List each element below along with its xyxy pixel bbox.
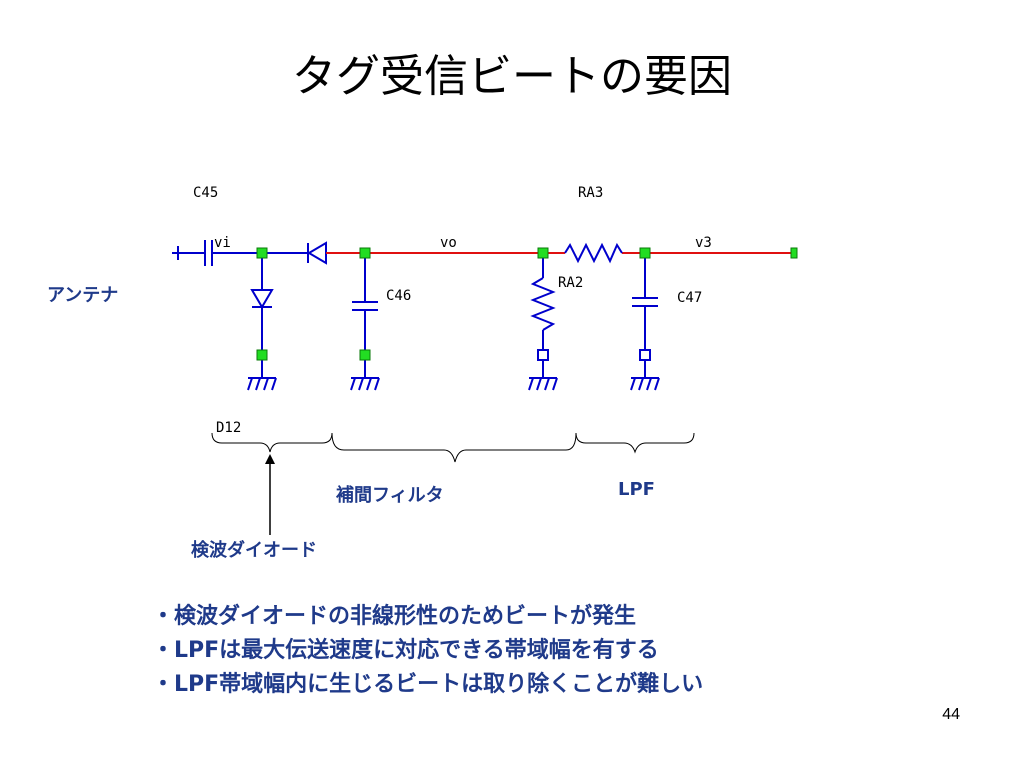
brace-detector (211, 432, 333, 453)
node-vi (256, 247, 268, 259)
node-output (790, 247, 798, 259)
label-c45: C45 (193, 185, 218, 201)
ground-c46 (350, 377, 380, 391)
label-interp-filter: 補間フィルタ (335, 484, 444, 506)
label-lpf: LPF (618, 479, 655, 500)
detector-arrow (265, 454, 275, 535)
input-wire (172, 246, 205, 260)
diode-d12 (250, 253, 274, 378)
node-c46-bottom (359, 349, 371, 361)
capacitor-c47 (632, 253, 658, 378)
ground-d12 (247, 377, 277, 391)
label-ra3: RA3 (578, 185, 603, 201)
label-ra2: RA2 (558, 275, 583, 291)
label-d12: D12 (216, 420, 241, 436)
page-number: 44 (942, 706, 960, 723)
label-antenna: アンテナ (47, 285, 118, 306)
series-diode (262, 241, 327, 265)
label-c47: C47 (677, 290, 702, 306)
brace-lpf (575, 432, 695, 454)
capacitor-c45 (204, 240, 262, 266)
node-vo (537, 247, 549, 259)
node-c46-top (359, 247, 371, 259)
bullet-item: ・検波ダイオードの非線形性のためビートが発生 (152, 604, 637, 629)
bullet-item: ・LPF帯域幅内に生じるビートは取り除くことが難しい (152, 672, 704, 697)
ground-c47 (630, 377, 660, 391)
resistor-ra3 (564, 242, 623, 264)
circuit-nodes (256, 247, 798, 361)
label-detector-diode: 検波ダイオード (191, 539, 317, 561)
node-v3 (639, 247, 651, 259)
label-vo: vo (440, 235, 457, 251)
slide-title: タグ受信ビートの要因 (292, 51, 732, 102)
label-vi: vi (214, 235, 231, 251)
ground-ra2 (528, 377, 558, 391)
node-d12-bottom (256, 349, 268, 361)
label-v3: v3 (695, 235, 712, 251)
resistor-ra2 (530, 253, 556, 378)
bullet-item: ・LPFは最大伝送速度に対応できる帯域幅を有する (152, 638, 659, 663)
brace-interp-filter (331, 432, 577, 463)
capacitor-c46 (352, 253, 378, 378)
bullet-list: ・検波ダイオードの非線形性のためビートが発生 ・LPFは最大伝送速度に対応できる… (152, 600, 703, 702)
label-c46: C46 (386, 288, 411, 304)
circuit-diagram: C45 vi vo RA3 v3 C46 RA2 C47 D12 アンテナ 補間… (47, 185, 798, 561)
